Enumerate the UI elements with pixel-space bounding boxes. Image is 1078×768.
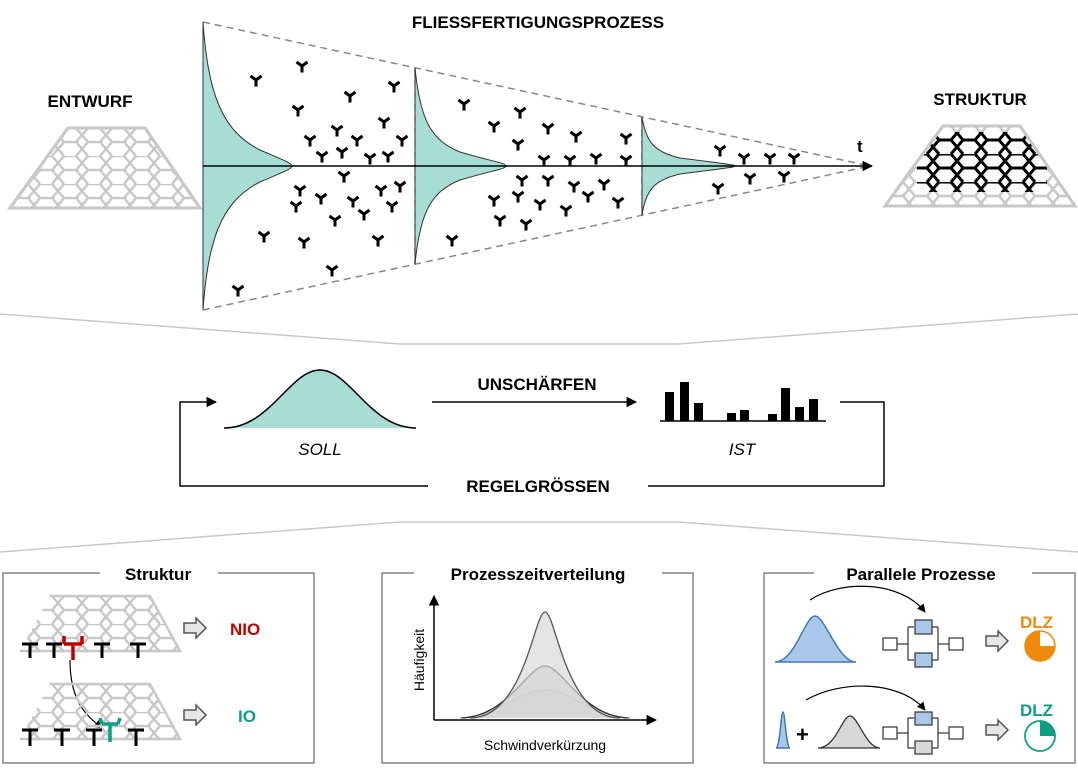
panel-prozesszeit: Prozesszeitverteilung Häufigkeit Schwind… [381,562,694,764]
dlz2-arrow-icon [985,719,1009,741]
dlz1-label: DLZ [1020,613,1053,632]
section-divider-bottom [0,521,1078,553]
axis-y-label: Häufigkeit [411,629,427,691]
distribution-narrow [469,611,621,719]
unschaerfen-label: UNSCHÄRFEN [478,375,597,394]
grey-distribution-icon [817,715,881,749]
dlz2-label: DLZ [1020,701,1053,720]
nio-arrow-icon [183,617,207,639]
entwurf-hexagon-icon [7,126,203,210]
ist-label: IST [729,440,757,459]
plus-icon: + [796,722,809,747]
io-arrow-icon [183,704,207,726]
struktur-hexagon-icon [882,124,1078,208]
main-title: FLIESSFERTIGUNGSPROZESS [412,13,664,32]
section-divider-top [0,313,1078,345]
entwurf-label: ENTWURF [48,92,133,111]
dlz1-pie-icon [1024,630,1056,662]
soll-curve [224,370,416,428]
ist-histogram [660,382,826,422]
panel-struktur: Struktur NIO IO [2,562,315,764]
panel-struktur-title: Struktur [125,565,192,584]
panel-parallel: Parallele Prozesse DLZ + [763,562,1076,764]
dlz2-pie-icon [1024,720,1056,752]
dlz1-arrow-icon [985,630,1009,652]
process-funnel: t [202,21,874,311]
io-label: IO [238,707,256,726]
parallel-process-icon-1 [882,619,964,668]
nio-label: NIO [230,620,260,639]
parallel-process-icon-2 [882,711,964,755]
control-loop: SOLL UNSCHÄRFEN IST REGELGRÖSSEN [179,369,885,496]
panel-prozesszeit-title: Prozesszeitverteilung [451,565,626,584]
panel-parallel-title: Parallele Prozesse [846,565,995,584]
narrow-blue-distribution-icon [775,711,791,749]
particles [231,60,801,298]
time-axis-label: t [857,137,863,156]
axis-x-label: Schwindverkürzung [484,737,606,753]
regelgroessen-label: REGELGRÖSSEN [466,477,610,496]
blue-distribution-icon [774,615,857,663]
struktur-label: STRUKTUR [933,90,1027,109]
soll-label: SOLL [298,440,341,459]
